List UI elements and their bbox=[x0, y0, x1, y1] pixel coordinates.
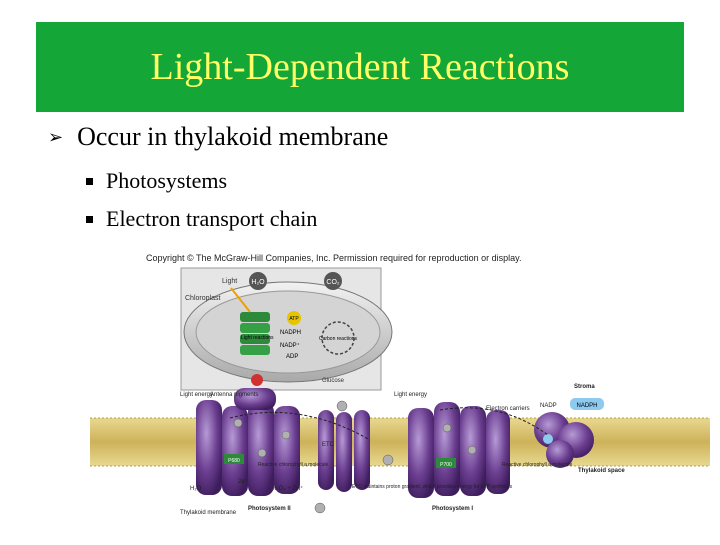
photosystem-ii-label: Photosystem II bbox=[248, 506, 291, 512]
thylakoid-membrane-label: Thylakoid membrane bbox=[180, 510, 237, 516]
etc-subunit bbox=[318, 410, 334, 490]
water-left-label: H₂O bbox=[190, 486, 202, 492]
electron-dot bbox=[468, 446, 476, 454]
granum-disc bbox=[240, 345, 270, 355]
chloroplast-label: Chloroplast bbox=[185, 295, 220, 302]
photosystem-ii-complex bbox=[196, 388, 300, 496]
reactive-chlorophyll-label: Reactive chlorophyll a molecule bbox=[258, 462, 329, 468]
two-electrons-label: 2e⁻ bbox=[238, 479, 248, 485]
stroma-label: Stroma bbox=[574, 384, 595, 390]
light-label: Light bbox=[222, 278, 237, 285]
carbon-reactions-label: Carbon reactions bbox=[319, 336, 358, 342]
atp-label: ATP bbox=[289, 316, 299, 322]
sub-bullet: Electron transport chain bbox=[86, 206, 317, 232]
ps1-subunit bbox=[434, 402, 460, 496]
oxygen-circle bbox=[251, 374, 263, 386]
h-plus-ion bbox=[383, 455, 393, 465]
p700-label: P700 bbox=[440, 462, 452, 468]
electron-dot bbox=[443, 424, 451, 432]
h-plus-ion bbox=[337, 401, 347, 411]
electron-dot bbox=[543, 434, 553, 444]
slide-title: Light-Dependent Reactions bbox=[151, 45, 570, 89]
etc-subunit bbox=[354, 410, 370, 490]
electron-carriers-label: Electron carriers bbox=[486, 406, 530, 412]
ps2-subunit bbox=[196, 400, 222, 495]
water-right-label: ½ O₂ + 2H⁺ bbox=[272, 485, 303, 492]
electron-dot bbox=[234, 419, 242, 427]
photosynthesis-figure: Copyright © The McGraw-Hill Companies, I… bbox=[0, 240, 720, 540]
co2-label: CO₂ bbox=[326, 279, 340, 286]
etc-label: ETC bbox=[322, 442, 335, 448]
cytochrome-complex bbox=[318, 410, 370, 492]
sub-bullet-text: Electron transport chain bbox=[106, 206, 317, 232]
etc-subunit bbox=[336, 412, 352, 492]
arrow-bullet-icon: ➢ bbox=[48, 127, 63, 148]
p680-label: P680 bbox=[228, 458, 240, 464]
title-bar: Light-Dependent Reactions bbox=[36, 22, 684, 112]
reactive-chlorophyll-label: Reactive chlorophyll a molecule bbox=[502, 462, 573, 468]
light-energy-label: Light energy bbox=[180, 392, 213, 398]
figure-svg: Copyright © The McGraw-Hill Companies, I… bbox=[0, 240, 720, 540]
etc-note-label: ETC maintains proton gradient, which pro… bbox=[352, 484, 513, 490]
h2o-label: H₂O bbox=[251, 279, 265, 286]
light-reactions-label: Light reactions bbox=[241, 335, 274, 341]
granum-disc bbox=[240, 312, 270, 322]
sub-bullet-text: Photosystems bbox=[106, 168, 227, 194]
adp-label: ADP bbox=[286, 354, 298, 360]
thylakoid-space-label: Thylakoid space bbox=[578, 468, 625, 474]
bullet-level1: ➢ Occur in thylakoid membrane bbox=[48, 122, 388, 152]
square-bullet-icon bbox=[86, 178, 93, 185]
thylakoid-membrane-diagram: Stroma Light energy Antenna pigments Lig… bbox=[90, 384, 710, 516]
square-bullet-icon bbox=[86, 216, 93, 223]
chloroplast-inset: H₂O CO₂ Light Chloroplast ATP NADPH NADP… bbox=[181, 268, 392, 390]
nadph-label: NADPH bbox=[280, 330, 301, 336]
glucose-label: Glucose bbox=[322, 378, 345, 384]
h-plus-ion bbox=[315, 503, 325, 513]
copyright-text: Copyright © The McGraw-Hill Companies, I… bbox=[146, 253, 521, 263]
membrane-bilayer bbox=[90, 418, 710, 466]
nadph-label: NADPH bbox=[576, 403, 597, 409]
electron-dot bbox=[282, 431, 290, 439]
ps1-subunit bbox=[486, 410, 510, 494]
ps2-subunit bbox=[274, 406, 300, 494]
antenna-pigments-label: Antenna pigments bbox=[210, 392, 258, 398]
photosystem-i-label: Photosystem I bbox=[432, 506, 473, 512]
light-energy-label: Light energy bbox=[394, 392, 427, 398]
electron-dot bbox=[258, 449, 266, 457]
bullet-text: Occur in thylakoid membrane bbox=[77, 122, 388, 152]
granum-disc bbox=[240, 323, 270, 333]
nadp-label: NADP⁺ bbox=[280, 342, 300, 349]
sub-bullet: Photosystems bbox=[86, 168, 227, 194]
nadp-label: NADP bbox=[540, 403, 557, 409]
